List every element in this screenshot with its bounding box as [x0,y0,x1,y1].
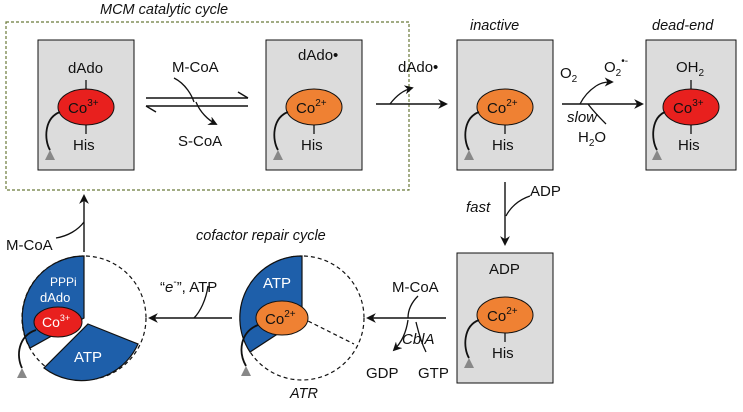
s-coa-label: S-CoA [178,133,222,150]
box2-metal: Co [296,100,315,117]
m-coa-left-label: M-CoA [6,237,53,254]
dead-end-title: dead-end [652,18,714,34]
svg-text:Co2+: Co2+ [487,98,518,117]
atr-middle-triangle-icon [241,366,251,376]
box2-tail [273,111,289,151]
box4-triangle-icon [652,150,662,160]
atr-left-tail [18,329,37,369]
box5-adp-label: ADP [489,261,520,278]
box5-oxidation: 2+ [506,306,518,317]
electron-atp-label: “e-”, ATP [160,277,217,296]
box-cob-radical: dAdo• Co2+ His [265,39,363,171]
box4-metal: Co [673,100,692,117]
fast-label: fast [466,199,491,216]
svg-text:Co2+: Co2+ [296,98,327,117]
box3-oxidation: 2+ [506,98,518,109]
box3-metal: Co [487,100,506,117]
fast-arrow [500,182,531,246]
slow-label: slow [567,109,598,126]
box5-metal: Co [487,308,506,325]
cbla-transfer-arrow [366,295,446,353]
box4-oh2-label: OH2 [676,59,705,79]
atr-middle: ATP Co2+ [239,255,365,381]
box5-his-label: His [492,345,514,362]
atr-middle-atp-label: ATP [263,275,291,292]
box1-triangle-icon [45,150,55,160]
mcm-cycle-frame [5,21,410,191]
atr-label: ATR [289,386,318,402]
box-adp-bound: ADP Co2+ His [456,252,554,384]
reduction-arrow [148,285,232,323]
o2-label: O2 [560,65,578,85]
atr-middle-tail [240,324,259,367]
atr-left-oxidation: 3+ [60,313,70,323]
box-dead-end: OH2 Co3+ His [645,39,737,171]
cbla-label: CblA [402,331,435,348]
m-coa-right-label: M-CoA [392,279,439,296]
atr-left-pppi-label: PPPi [50,275,77,289]
gtp-label: GTP [418,365,449,382]
box4-tail [652,111,666,151]
adp-in-label: ADP [530,183,561,200]
atr-left-atp-segment [43,323,139,382]
box1-oxidation: 3+ [87,98,99,109]
box2-oxidation: 2+ [315,98,327,109]
superoxide-label: O2•- [604,56,628,79]
svg-text:Co3+: Co3+ [673,98,704,117]
box2-triangle-icon [273,150,283,160]
atr-left-atp-label: ATP [74,349,102,366]
box1-tail [45,111,61,151]
box2-his-label: His [301,137,323,154]
repair-cycle-title: cofactor repair cycle [196,228,326,244]
inactive-title: inactive [470,18,519,34]
box3-tail [464,111,480,151]
box4-oxidation: 3+ [692,98,704,109]
atr-left-triangle-icon [17,368,27,378]
cobalt-2plus-atr [255,300,309,336]
inactivation-arrow [376,85,448,109]
svg-text:Co2+: Co2+ [265,309,296,328]
atr-middle-oxidation: 2+ [284,309,296,320]
reconstitution-arrow [55,194,89,252]
box5-tail [464,319,480,359]
dado-radical-released-label: dAdo• [398,59,438,76]
box3-triangle-icon [464,150,474,160]
atr-left-dado-label: dAdo [40,290,70,305]
box3-his-label: His [492,137,514,154]
equilibrium-arrows [145,77,249,125]
gdp-label: GDP [366,365,399,382]
box1-dado-label: dAdo [68,60,103,77]
h2o-label: H2O [578,129,606,149]
box-adocbl: dAdo Co3+ His [37,39,135,171]
box4-his-label: His [678,137,700,154]
atr-middle-metal: Co [265,311,284,328]
box2-dado-radical-label: dAdo• [298,47,338,64]
mcm-cycle-title: MCM catalytic cycle [100,2,228,18]
atr-left: PPPi dAdo Co3+ ATP [17,255,147,382]
svg-text:Co3+: Co3+ [42,313,70,330]
box1-metal: Co [68,100,87,117]
box1-his-label: His [73,137,95,154]
box5-triangle-icon [464,358,474,368]
cobalt-3plus-atr [33,306,83,338]
svg-text:Co2+: Co2+ [487,306,518,325]
m-coa-top-label: M-CoA [172,59,219,76]
svg-text:Co3+: Co3+ [68,98,99,117]
box-inactive: Co2+ His [456,39,554,171]
oxidation-arrow [562,77,644,125]
atr-left-metal: Co [42,314,60,330]
